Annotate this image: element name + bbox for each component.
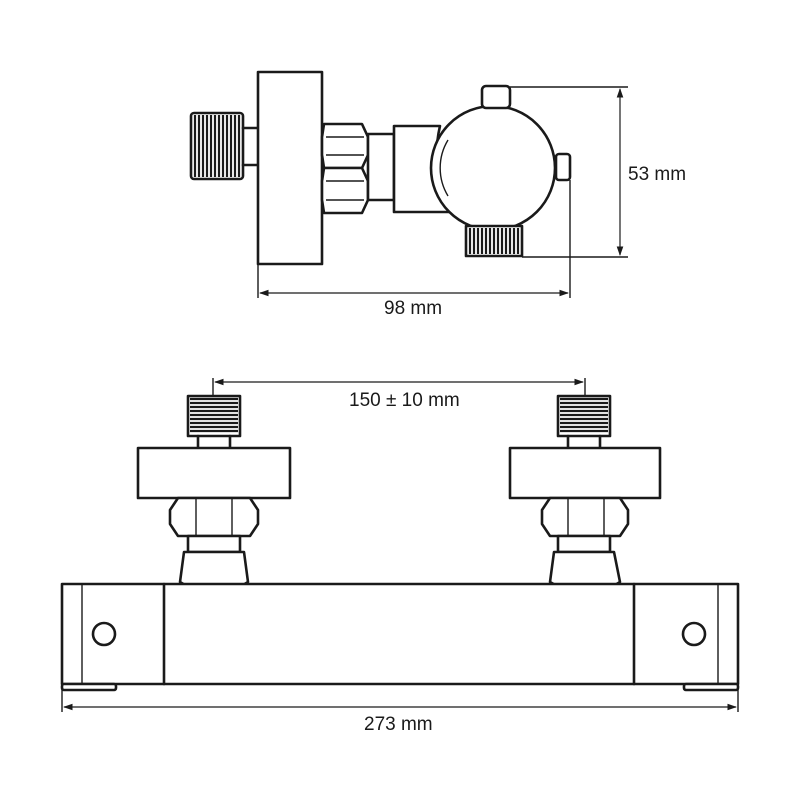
dim-label-height: 53 mm xyxy=(628,164,686,185)
front-view-right-hex-nut xyxy=(540,496,630,538)
front-view-left-screw-hole xyxy=(91,621,117,647)
front-view-mixer-bar xyxy=(60,582,740,686)
front-view-left-connection xyxy=(136,394,292,595)
front-view-right-flange xyxy=(508,446,662,500)
side-view-connector xyxy=(366,132,396,202)
dim-label-depth: 98 mm xyxy=(384,298,442,319)
side-view: 53 mm 98 mm xyxy=(189,70,686,319)
side-view-wall-flange xyxy=(256,70,324,266)
front-view-left-end-cap xyxy=(60,682,118,692)
front-view-left-hex-nut xyxy=(168,496,260,538)
side-view-side-stub xyxy=(554,152,572,182)
side-view-hex-nut xyxy=(320,122,370,215)
side-view-inlet-thread xyxy=(189,111,260,181)
front-view-right-connection xyxy=(508,394,662,595)
dim-label-width: 273 mm xyxy=(364,714,433,735)
side-view-top-knob xyxy=(480,84,512,110)
dim-label-center-distance: 150 ± 10 mm xyxy=(349,390,460,411)
front-view-right-screw-hole xyxy=(681,621,707,647)
front-view-left-flange xyxy=(136,446,292,500)
side-view-outlet-thread xyxy=(464,224,524,258)
front-view-right-end-cap xyxy=(682,682,740,692)
front-view: 150 ± 10 mm xyxy=(60,378,740,735)
side-view-mixer-body xyxy=(429,104,557,232)
